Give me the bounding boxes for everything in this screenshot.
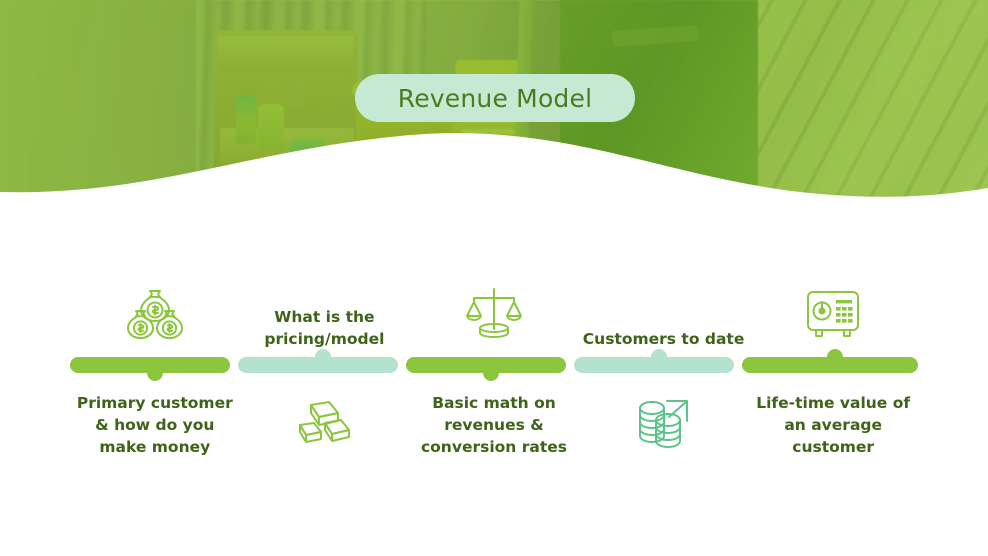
timeline-segment-4[interactable] [574,357,734,373]
coins-growth-arrow-icon [626,392,702,456]
money-bags-icon [117,282,193,346]
timeline-marker-1[interactable] [147,365,163,381]
timeline-bar [70,349,918,381]
timeline-column-4-bottom [579,392,749,502]
timeline-label-lifetime-value: Life-time value of an average customer [756,394,911,456]
timeline-column-2-bottom [240,392,410,502]
timeline-segment-1[interactable] [70,357,230,373]
timeline-label-basic-math: Basic math on revenues & conversion rate… [420,394,567,456]
balance-scale-icon [456,282,532,346]
timeline-marker-3[interactable] [483,365,499,381]
timeline-column-5-top [748,262,918,350]
timeline-column-4-top: Customers to date [579,262,749,350]
slide-title-pill: Revenue Model [355,74,635,122]
timeline-segment-5[interactable] [742,357,918,373]
page-title: Revenue Model [397,83,593,113]
timeline-label-pricing-model: What is the pricing/model [264,308,385,348]
timeline-label-customers-to-date: Customers to date [582,330,745,348]
timeline-column-1-top [70,262,240,350]
safe-vault-icon [795,282,871,346]
timeline-column-2-top: What is the pricing/model [240,262,410,350]
timeline-column-3-top [409,262,579,350]
timeline-bottom-row: Primary customer & how do you make money [70,392,918,502]
header-banner: Revenue Model [0,0,988,240]
gold-bars-icon [286,392,362,456]
timeline-segment-3[interactable] [406,357,566,373]
timeline-marker-4[interactable] [651,349,667,365]
timeline-marker-5[interactable] [827,349,843,365]
timeline-column-3-bottom: Basic math on revenues & conversion rate… [409,392,579,502]
timeline-column-5-bottom: Life-time value of an average customer [748,392,918,502]
timeline-column-1-bottom: Primary customer & how do you make money [70,392,240,502]
timeline-marker-2[interactable] [315,349,331,365]
timeline-segment-2[interactable] [238,357,398,373]
timeline-label-primary-customer: Primary customer & how do you make money [76,394,233,456]
timeline-top-row: What is the pricing/model Cust [70,262,918,350]
